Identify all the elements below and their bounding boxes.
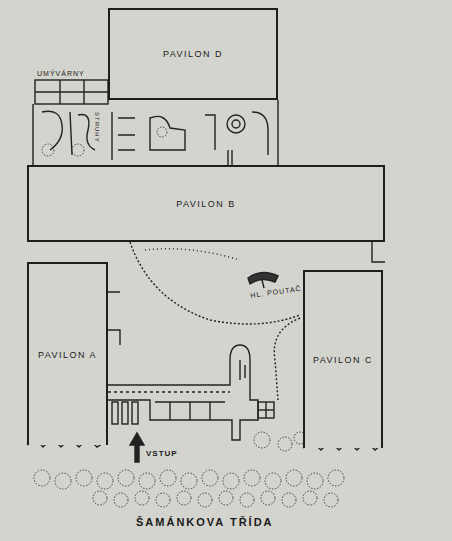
pavilion-name: PAVILON B xyxy=(176,199,236,209)
tree xyxy=(181,473,197,489)
tree xyxy=(156,493,170,507)
garden-bed xyxy=(150,116,185,150)
tree xyxy=(157,127,167,137)
tree xyxy=(219,491,233,505)
pavilion-building: PAVILON C xyxy=(303,270,383,448)
tree xyxy=(34,470,50,486)
entrance-arrow xyxy=(130,433,144,462)
tree xyxy=(240,493,254,507)
showers xyxy=(112,112,135,160)
tree xyxy=(223,473,239,489)
pavilion-building: PAVILON D xyxy=(108,8,278,100)
tree xyxy=(244,470,260,486)
washroom-block xyxy=(35,80,108,104)
tree xyxy=(303,491,317,505)
area-label: STRUHY xyxy=(94,112,100,143)
tree xyxy=(202,470,218,486)
tree xyxy=(97,473,113,489)
tree xyxy=(114,493,128,507)
pavilion-building: PAVILON B xyxy=(27,165,385,242)
entrance-label: VSTUP xyxy=(146,450,178,458)
tree xyxy=(160,470,176,486)
pavilion-name: PAVILON D xyxy=(163,49,223,59)
entrance-building xyxy=(108,345,258,440)
tree xyxy=(265,473,281,489)
pavilion-name: PAVILON C xyxy=(313,355,373,365)
tree xyxy=(135,491,149,505)
tree xyxy=(55,473,71,489)
tree xyxy=(72,144,84,156)
tree xyxy=(282,493,296,507)
court-path xyxy=(130,242,300,324)
garden-path xyxy=(205,112,268,155)
area-label: UMÝVÁRNY xyxy=(37,70,85,77)
street-name: ŠAMÁNKOVA TŘÍDA xyxy=(136,517,274,528)
tree xyxy=(328,470,344,486)
tree xyxy=(261,491,275,505)
tree xyxy=(42,144,54,156)
tree xyxy=(177,491,191,505)
tree xyxy=(307,473,323,489)
tree xyxy=(139,473,155,489)
tree xyxy=(286,470,302,486)
sign-label: HL. POUTAČ xyxy=(250,285,302,299)
tree xyxy=(198,493,212,507)
pavilion-name: PAVILON A xyxy=(38,350,97,360)
tree xyxy=(278,437,292,451)
tree xyxy=(76,470,92,486)
fountain xyxy=(227,115,245,133)
pavilion-building: PAVILON A xyxy=(27,262,108,445)
tree xyxy=(324,493,338,507)
garden-path xyxy=(42,111,95,155)
tree xyxy=(118,470,134,486)
tree xyxy=(93,491,107,505)
tree xyxy=(254,432,270,448)
